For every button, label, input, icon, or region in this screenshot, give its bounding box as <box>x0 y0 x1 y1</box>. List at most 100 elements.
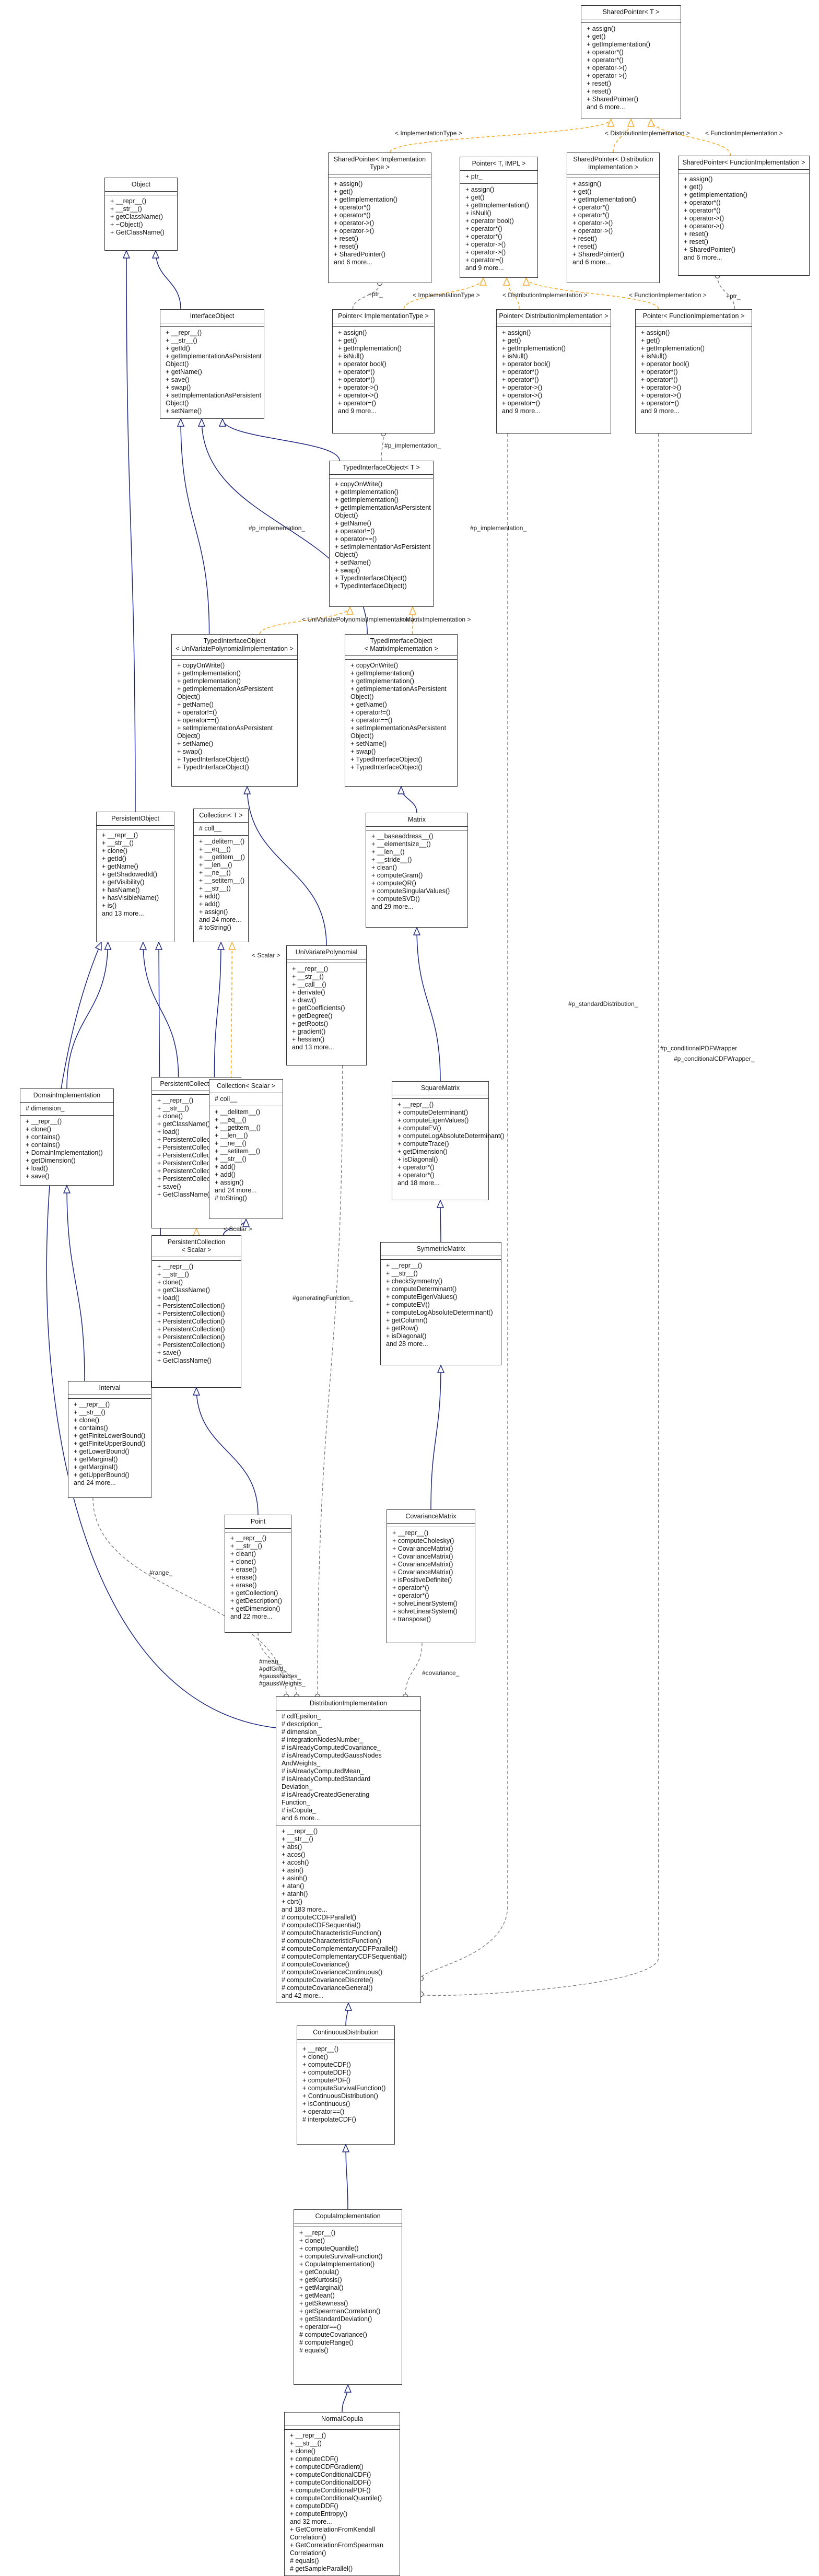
class-operation: + getDegree() <box>292 1012 363 1020</box>
class-operation: Object() <box>166 360 261 368</box>
class-node-typedinterface-matrix[interactable]: TypedInterfaceObject < MatrixImplementat… <box>345 634 458 787</box>
class-node-pointer-t[interactable]: Pointer< T, IMPL >+ ptr_+ assign()+ get(… <box>460 157 538 278</box>
edge-label: +ptr_ <box>368 290 383 298</box>
edge-label: #p_implementation_ <box>249 524 305 532</box>
class-operation: + operator=() <box>502 400 607 407</box>
class-node-matrix[interactable]: Matrix+ __baseaddress__()+ __elementsize… <box>366 813 468 928</box>
class-attributes <box>636 323 752 326</box>
class-operation: + operator=() <box>641 400 748 407</box>
class-operation: + getImplementation() <box>338 345 431 353</box>
class-operation: # computeCovarianceGeneral() <box>282 1984 417 1992</box>
class-operation: + solveLinearSystem() <box>392 1600 472 1608</box>
class-operation: + contains() <box>74 1424 148 1432</box>
class-operation: + assign() <box>334 180 428 188</box>
class-operation: + __repr__() <box>299 2229 399 2237</box>
class-node-typedinterface-t[interactable]: TypedInterfaceObject< T >+ copyOnWrite()… <box>329 461 434 607</box>
class-attributes <box>381 1256 501 1259</box>
class-operation: + operator bool() <box>465 217 534 225</box>
class-operations: + assign()+ get()+ getImplementation()+ … <box>581 22 681 114</box>
class-operation: + computePDF() <box>302 2077 391 2085</box>
class-node-persistentcollection-scalar[interactable]: PersistentCollection < Scalar >+ __repr_… <box>151 1235 241 1388</box>
class-node-interval[interactable]: Interval+ __repr__()+ __str__()+ clone()… <box>68 1381 151 1498</box>
class-operation: and 28 more... <box>386 1340 498 1348</box>
class-operation: + is() <box>102 902 171 910</box>
class-attribute: AndWeights_ <box>282 1760 417 1767</box>
class-attribute: # coll__ <box>199 825 245 833</box>
class-operation: + TypedInterfaceObject() <box>350 764 454 771</box>
class-operation: + operator->() <box>502 384 607 392</box>
class-operation: + get() <box>338 337 431 345</box>
class-node-normalcopula[interactable]: NormalCopula+ __repr__()+ __str__()+ clo… <box>284 2412 400 2576</box>
class-operation: + swap() <box>335 567 430 575</box>
class-node-univariatepolynomial[interactable]: UniVariatePolynomial+ __repr__()+ __str_… <box>286 945 367 1065</box>
class-operation: + save() <box>157 1349 238 1357</box>
class-operation: + TypedInterfaceObject() <box>177 764 294 771</box>
class-node-sharedptr-t[interactable]: SharedPointer< T >+ assign()+ get()+ get… <box>581 5 681 119</box>
class-node-copulaimplementation[interactable]: CopulaImplementation+ __repr__()+ clone(… <box>294 2209 402 2385</box>
class-attribute: # isAlreadyComputedCovariance_ <box>282 1744 417 1752</box>
class-node-interfaceobject[interactable]: InterfaceObject+ __repr__()+ __str__()+ … <box>160 309 264 419</box>
class-operation: + hasName() <box>102 886 171 894</box>
edge-label: #range_ <box>149 1569 172 1576</box>
edge-label: < DistributionImplementation > <box>502 291 588 299</box>
class-operation: + operator*() <box>465 225 534 233</box>
class-node-distributionimplementation[interactable]: DistributionImplementation# cdfEpsilon_#… <box>276 1696 421 2003</box>
class-operation: # computeRange() <box>299 2339 399 2347</box>
class-operation: + atan() <box>282 1882 417 1890</box>
class-node-collection-t[interactable]: Collection< T ># coll__+ __delitem__()+ … <box>193 809 249 942</box>
class-operation: + __repr__() <box>26 1118 110 1126</box>
class-operation: + computeCDF() <box>302 2061 391 2069</box>
class-node-symmetricmatrix[interactable]: SymmetricMatrix+ __repr__()+ __str__()+ … <box>380 1242 501 1365</box>
class-title: Interval <box>68 1381 151 1395</box>
class-operation: and 9 more... <box>502 407 607 415</box>
class-operation: + operator bool() <box>338 360 431 368</box>
class-operation: + computeDDF() <box>302 2069 391 2077</box>
class-node-point[interactable]: Point+ __repr__()+ __str__()+ clean()+ c… <box>225 1515 291 1633</box>
class-operation: + __stride__() <box>371 856 464 864</box>
class-operation: + __repr__() <box>157 1263 238 1271</box>
class-operation: + copyOnWrite() <box>335 481 430 488</box>
class-node-pointer-func[interactable]: Pointer< FunctionImplementation >+ assig… <box>635 309 752 434</box>
edge-persistentcollection_t-to-collection_t <box>214 942 221 1077</box>
class-operation: + checkSymmetry() <box>386 1278 498 1285</box>
class-node-pointer-impltype[interactable]: Pointer< ImplementationType >+ assign()+… <box>332 309 435 434</box>
class-operations: + assign()+ get()+ getImplementation()+ … <box>329 178 431 269</box>
class-operation: + getId() <box>102 855 171 863</box>
edge-covariance <box>405 1643 422 1696</box>
class-operation: + get() <box>334 188 428 196</box>
class-operation: + __delitem__() <box>199 838 245 846</box>
class-node-domainimplementation[interactable]: DomainImplementation# dimension_+ __repr… <box>20 1088 114 1186</box>
class-node-object[interactable]: Object+ __repr__()+ __str__()+ getClassN… <box>104 178 178 251</box>
class-operation: + operator->() <box>572 227 656 235</box>
edge-typedinterface_t-to-interfaceobject <box>223 419 340 461</box>
class-title: TypedInterfaceObject < MatrixImplementat… <box>345 635 457 655</box>
class-operations: + assign()+ get()+ getImplementation()+ … <box>678 173 809 264</box>
class-operation: and 183 more... <box>282 1906 417 1914</box>
class-attributes <box>387 1523 475 1527</box>
class-node-sharedptr-func[interactable]: SharedPointer< FunctionImplementation > +… <box>678 156 810 276</box>
class-operation: Object() <box>166 400 261 407</box>
class-operation: + DomainImplementation() <box>26 1149 110 1157</box>
edge-label: < Scalar > <box>252 952 280 959</box>
class-operations: + assign()+ get()+ getImplementation()+ … <box>333 326 434 418</box>
class-operation: + erase() <box>230 1566 288 1574</box>
class-title: SharedPointer< FunctionImplementation > <box>678 156 809 169</box>
class-node-sharedptr-dist[interactable]: SharedPointer< Distribution Implementati… <box>567 153 660 283</box>
class-node-typedinterface-uvp[interactable]: TypedInterfaceObject < UniVariatePolynom… <box>171 634 298 787</box>
class-operation: + getName() <box>177 701 294 709</box>
class-attribute: # coll__ <box>215 1095 279 1103</box>
class-node-continuousdistribution[interactable]: ContinuousDistribution+ __repr__()+ clon… <box>297 2025 395 2145</box>
class-operation: + SharedPointer() <box>684 246 806 254</box>
class-node-squarematrix[interactable]: SquareMatrix+ __repr__()+ computeDetermi… <box>392 1081 489 1200</box>
class-node-sharedptr-impl[interactable]: SharedPointer< Implementation Type >+ as… <box>328 153 431 283</box>
class-operation: + draw() <box>292 997 363 1004</box>
class-node-collection-scalar[interactable]: Collection< Scalar ># coll__+ __delitem_… <box>209 1079 283 1219</box>
class-node-pointer-dist[interactable]: Pointer< DistributionImplementation >+ a… <box>496 309 611 434</box>
class-operation: # getSampleParallel() <box>290 2565 396 2573</box>
class-node-persistentobject[interactable]: PersistentObject+ __repr__()+ __str__()+… <box>96 812 174 942</box>
edge-continuousdistribution-to-distributionimplementation <box>346 2003 348 2025</box>
class-operation: + acos() <box>282 1851 417 1859</box>
class-node-covariancematrix[interactable]: CovarianceMatrix+ __repr__()+ computeCho… <box>387 1509 475 1643</box>
class-operations: + __repr__()+ __str__()+ clean()+ clone(… <box>225 1532 291 1623</box>
class-title: NormalCopula <box>285 2413 400 2426</box>
